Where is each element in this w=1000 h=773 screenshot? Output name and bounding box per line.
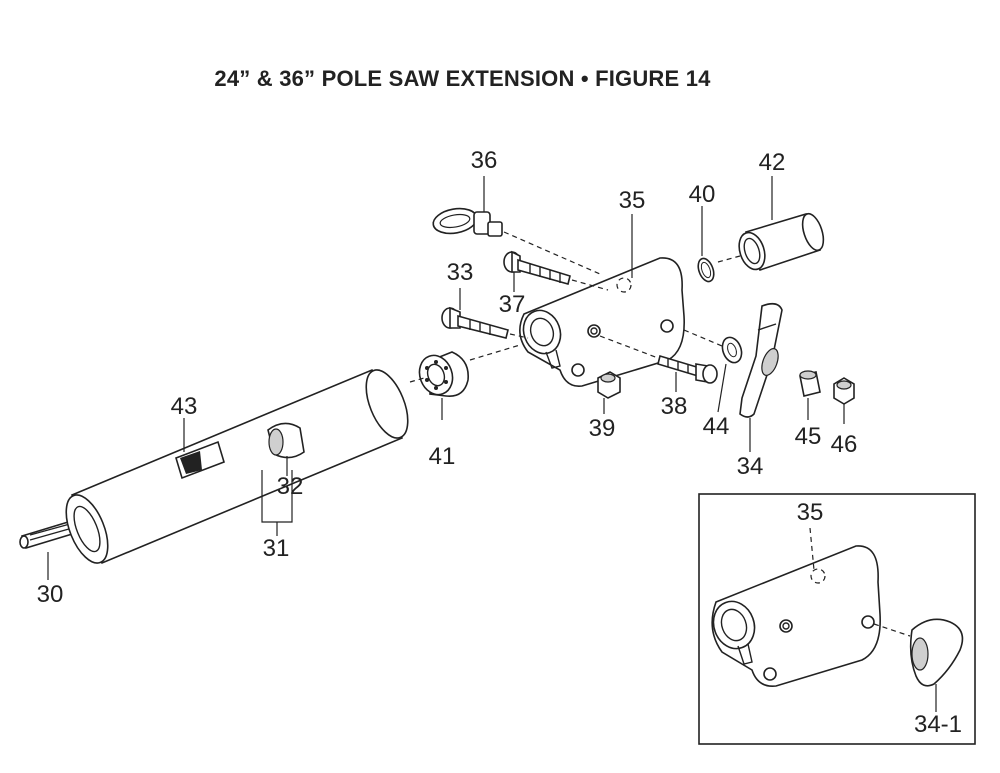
- part-31-extension-tube: [65, 368, 409, 565]
- part-42-sleeve: [717, 176, 825, 272]
- part-33-cap-screw: [441, 288, 529, 339]
- label-part-40: 40: [689, 181, 716, 208]
- part-46-nut: [833, 377, 855, 424]
- label-part-45: 45: [795, 423, 822, 450]
- part-36-eye-bolt: [432, 176, 601, 275]
- part-35-housing: [519, 214, 685, 387]
- label-part-33: 33: [447, 259, 474, 286]
- figure-title: 24” & 36” POLE SAW EXTENSION • FIGURE 14: [214, 66, 711, 91]
- part-38-cap-screw: [599, 335, 718, 392]
- label-inset-part-35: 35: [797, 499, 824, 526]
- part-41-bearing: [409, 344, 521, 420]
- label-part-43: 43: [171, 393, 198, 420]
- part-45-spacer: [799, 370, 821, 420]
- part-44-washer: [683, 329, 743, 413]
- label-part-39: 39: [589, 415, 616, 442]
- label-part-31: 31: [263, 535, 290, 562]
- label-part-41: 41: [429, 443, 456, 470]
- part-34-wing-handle: [739, 302, 783, 452]
- label-part-38: 38: [661, 393, 688, 420]
- part-40-snap-ring: [697, 206, 715, 283]
- part-39-nut: [597, 371, 621, 414]
- label-part-32: 32: [277, 473, 304, 500]
- part-32-tube-knob: [267, 422, 305, 476]
- label-part-36: 36: [471, 147, 498, 174]
- label-part-35: 35: [619, 187, 646, 214]
- part-37-cap-screw: [503, 250, 609, 292]
- label-part-42: 42: [759, 149, 786, 176]
- label-part-30: 30: [37, 581, 64, 608]
- label-part-34: 34: [737, 453, 764, 480]
- part-43-decal: [175, 418, 225, 480]
- label-part-34-1: 34-1: [914, 711, 962, 738]
- label-part-46: 46: [831, 431, 858, 458]
- label-part-37: 37: [499, 291, 526, 318]
- inset-detail-box: [698, 493, 976, 745]
- label-part-44: 44: [703, 413, 730, 440]
